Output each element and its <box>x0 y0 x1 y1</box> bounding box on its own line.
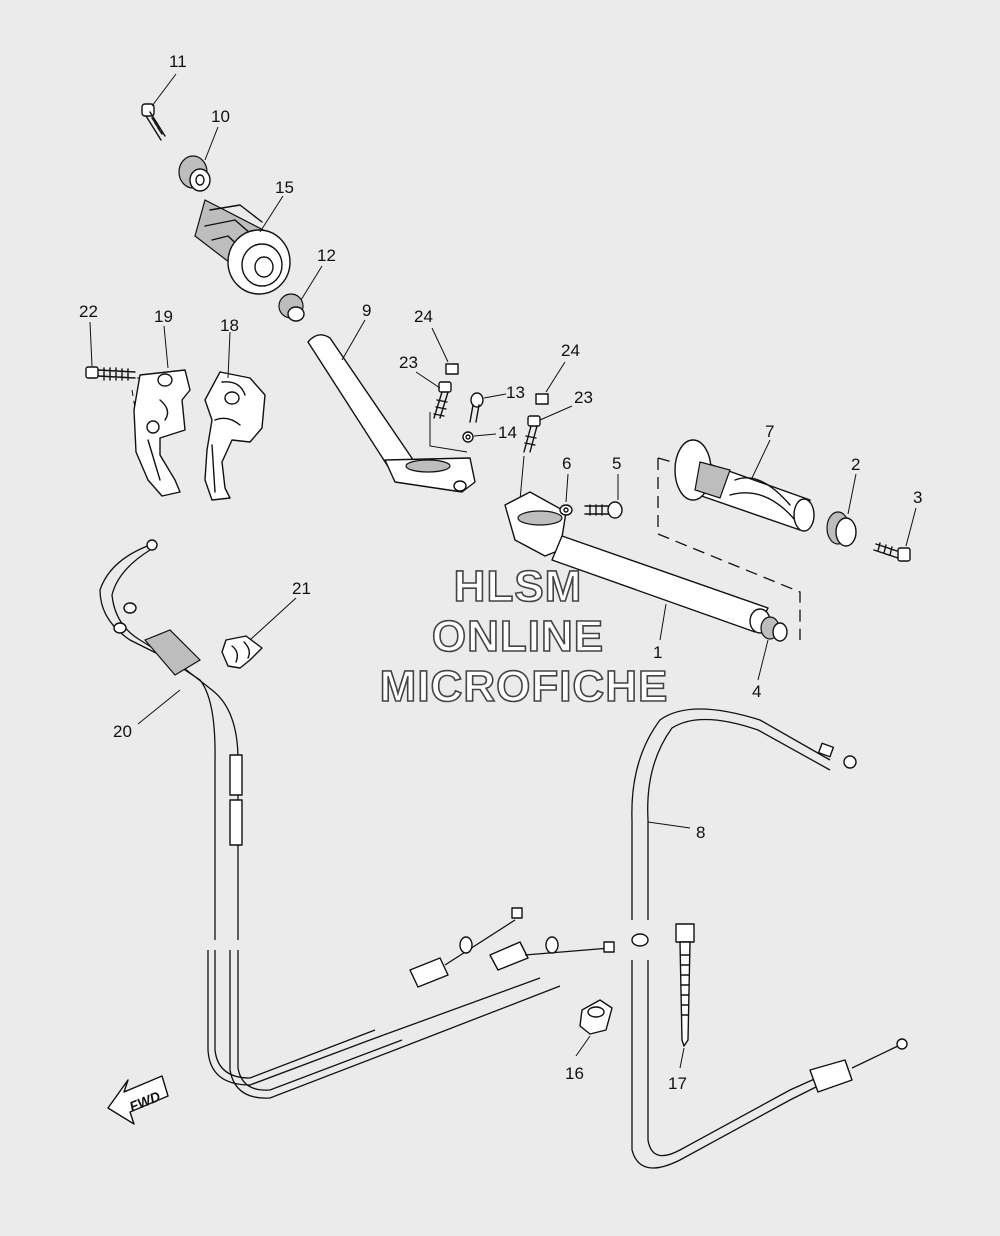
callout-10: 10 <box>211 107 230 126</box>
leader-3 <box>905 507 917 547</box>
watermark-line-3: MICROFICHE <box>380 662 669 711</box>
callout-19: 19 <box>154 307 173 326</box>
bolt-23-right <box>523 415 541 453</box>
switch-housing-19 <box>133 369 191 497</box>
leader-10 <box>204 126 219 161</box>
bolt-13 <box>469 392 484 423</box>
leader-24-right <box>545 361 566 393</box>
leader-15 <box>259 195 284 233</box>
callout-13: 13 <box>506 383 525 402</box>
callout-1: 1 <box>653 643 662 662</box>
leader-4 <box>757 639 769 681</box>
leader-8 <box>647 821 691 829</box>
leader-1 <box>659 603 667 641</box>
leader-20 <box>137 689 181 725</box>
watermark: HLSM ONLINE MICROFICHE <box>379 561 669 712</box>
leader-11 <box>151 73 177 107</box>
washer-6 <box>559 504 573 516</box>
callout-15: 15 <box>275 178 294 197</box>
screw-22 <box>85 366 136 381</box>
grip-7 <box>674 439 815 532</box>
bolt-11 <box>141 103 166 141</box>
callout-6: 6 <box>562 454 571 473</box>
callout-17: 17 <box>668 1074 687 1093</box>
leader-16 <box>575 1035 591 1057</box>
collar-12 <box>278 293 305 322</box>
callout-5: 5 <box>612 454 621 473</box>
leader-bracket-9 <box>429 412 468 453</box>
callout-21: 21 <box>292 579 311 598</box>
callout-22: 22 <box>79 302 98 321</box>
callout-24-right: 24 <box>561 341 580 360</box>
leader-22 <box>89 321 93 367</box>
throttle-grip-15 <box>194 199 291 295</box>
throttle-cables-20 <box>99 539 615 1099</box>
callout-4: 4 <box>752 682 761 701</box>
callout-23-left: 23 <box>399 353 418 372</box>
watermark-line-1: HLSM <box>454 562 583 611</box>
leader-2 <box>847 473 857 515</box>
callout-14: 14 <box>498 423 517 442</box>
handlebar-left-9 <box>307 334 476 493</box>
leader-14 <box>473 433 497 437</box>
leader-6 <box>565 473 569 503</box>
bolt-23-left <box>433 381 452 419</box>
leader-9 <box>341 319 366 361</box>
washer-14 <box>462 431 474 443</box>
cap-24-left <box>445 363 459 375</box>
callout-12: 12 <box>317 246 336 265</box>
callout-2: 2 <box>851 455 860 474</box>
clutch-cable-8 <box>631 708 908 1169</box>
cap-24-right <box>535 393 549 405</box>
leader-23-right <box>539 405 573 421</box>
leader-13 <box>483 393 507 399</box>
leader-12 <box>300 265 323 301</box>
leader-21 <box>249 597 297 641</box>
callout-20: 20 <box>113 722 132 741</box>
watermark-line-2: ONLINE <box>432 612 604 661</box>
weight-collar-4 <box>760 616 788 642</box>
callout-16: 16 <box>565 1064 584 1083</box>
cable-tie-17 <box>675 923 695 1047</box>
bolt-5 <box>584 501 623 519</box>
callout-7: 7 <box>765 422 774 441</box>
callouts: 11 10 15 12 9 22 19 18 24 23 13 14 24 23… <box>79 52 922 1093</box>
callout-8: 8 <box>696 823 705 842</box>
leader-7 <box>751 439 771 479</box>
callout-23-right: 23 <box>574 388 593 407</box>
leader-17 <box>679 1047 685 1069</box>
fwd-arrow-icon: FWD <box>107 1075 169 1125</box>
screw-3 <box>873 542 911 562</box>
callout-24-left: 24 <box>414 307 433 326</box>
cable-guide-21 <box>221 635 263 669</box>
leader-24-left <box>431 327 449 363</box>
leader-23-left <box>415 371 441 389</box>
grip-end-10 <box>178 155 211 192</box>
handlebar-right-1 <box>504 491 771 634</box>
callout-11: 11 <box>169 52 187 71</box>
callout-18: 18 <box>220 316 239 335</box>
callout-3: 3 <box>913 488 922 507</box>
leader-18 <box>227 331 231 379</box>
switch-housing-18 <box>204 371 266 501</box>
leader-19 <box>163 325 169 369</box>
grip-weight-2 <box>826 511 857 547</box>
callout-9: 9 <box>362 301 371 320</box>
clamp-16 <box>579 999 613 1035</box>
